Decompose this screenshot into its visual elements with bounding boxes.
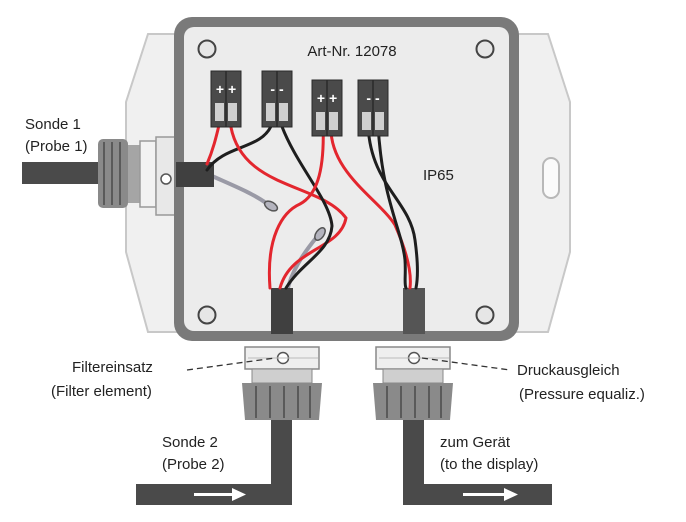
- filter-element-label: Filtereinsatz: [72, 359, 153, 376]
- probe1-cable: [22, 162, 118, 184]
- wire-display-red: [329, 122, 412, 290]
- probe1-cable-gland: [98, 136, 179, 216]
- display-cable: [403, 420, 552, 505]
- terminal-block-1: + +: [210, 70, 242, 128]
- terminal-block-2: - -: [261, 70, 293, 128]
- terminal-block-3: + +: [311, 79, 343, 137]
- probe2-label: Sonde 2: [162, 434, 218, 451]
- filter-element-gland: [242, 346, 322, 420]
- terminal-block-4: - -: [357, 79, 389, 137]
- probe1-label-en: (Probe 1): [25, 138, 88, 155]
- probe2-arrow-icon: [194, 488, 246, 501]
- probe2-label-en: (Probe 2): [162, 456, 225, 473]
- display-arrow-icon: [463, 488, 518, 501]
- terminal-polarity-2: - -: [270, 81, 284, 97]
- pressure-leader-line: [421, 357, 511, 371]
- protection-rating: IP65: [423, 167, 454, 184]
- article-number: Art-Nr. 12078: [307, 43, 396, 60]
- probe2-cable: [136, 420, 292, 505]
- pressure-equalization-label-en: (Pressure equaliz.): [519, 386, 645, 403]
- pressure-equalization-gland: [373, 346, 453, 420]
- probe1-sensor-lead: [210, 174, 268, 205]
- probe1-inner-cable-stub: [176, 162, 214, 187]
- screw-top-left: [197, 39, 217, 59]
- terminal-polarity-3: + +: [317, 90, 337, 106]
- probe2-inner-cable-stub: [271, 288, 293, 334]
- pressure-equalization-label: Druckausgleich: [517, 362, 620, 379]
- screw-bottom-right: [475, 305, 495, 325]
- flange-slot: [542, 157, 560, 199]
- screw-bottom-left: [197, 305, 217, 325]
- screw-top-right: [475, 39, 495, 59]
- display-label-en: (to the display): [440, 456, 539, 473]
- wire-probe2-red-b: [267, 122, 325, 290]
- wire-display-black-b: [376, 122, 408, 290]
- probe2-sensor-tip: [314, 227, 326, 241]
- wire-probe1-black: [205, 122, 274, 172]
- display-label: zum Gerät: [440, 434, 511, 451]
- wire-display-black-a: [366, 122, 419, 290]
- terminal-polarity-1: + +: [216, 81, 236, 97]
- right-mounting-flange: [511, 33, 571, 333]
- wire-probe2-black-a: [279, 122, 334, 290]
- filter-leader-line: [186, 357, 276, 371]
- terminal-polarity-4: - -: [366, 90, 380, 106]
- display-inner-cable-stub: [403, 288, 425, 334]
- probe1-label: Sonde 1: [25, 116, 81, 133]
- wire-probe2-red-a: [228, 119, 348, 290]
- probe1-sensor-tip: [263, 200, 279, 212]
- filter-element-label-en: (Filter element): [51, 383, 152, 400]
